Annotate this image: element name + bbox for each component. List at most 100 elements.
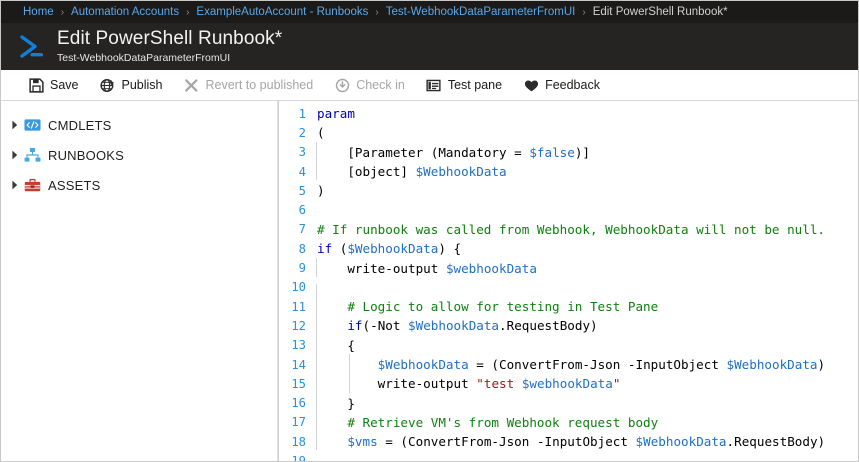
code-line[interactable]: 9 write-output $webhookData bbox=[279, 257, 858, 277]
code-line-text[interactable]: ( bbox=[317, 125, 325, 141]
code-line[interactable]: 11 # Logic to allow for testing in Test … bbox=[279, 296, 858, 316]
line-number: 14 bbox=[291, 357, 306, 372]
toolbar-button-test-pane[interactable]: Test pane bbox=[421, 72, 511, 98]
breadcrumb-separator: › bbox=[375, 6, 379, 18]
breadcrumb-item-1[interactable]: Home bbox=[23, 6, 54, 18]
publish-globe-icon bbox=[99, 77, 117, 93]
toolbar-button-label: Publish bbox=[121, 78, 163, 92]
code-line-text[interactable]: $WebhookData = (ConvertFrom-Json -InputO… bbox=[315, 354, 858, 374]
breadcrumb-item-4[interactable]: Test-WebhookDataParameterFromUI bbox=[385, 6, 576, 18]
line-number: 18 bbox=[291, 434, 306, 449]
breadcrumb-item-2[interactable]: Automation Accounts bbox=[71, 6, 180, 18]
powershell-icon bbox=[15, 30, 49, 64]
line-number: 8 bbox=[298, 241, 306, 256]
sidebar-item-cmdlets[interactable]: CMDLETS bbox=[1, 110, 277, 140]
line-number: 6 bbox=[298, 203, 306, 218]
code-line[interactable]: 2( bbox=[279, 123, 858, 142]
code-line[interactable]: 8 if ($WebhookData) { bbox=[279, 239, 858, 258]
save-icon bbox=[27, 77, 45, 93]
code-brackets-icon bbox=[23, 116, 41, 134]
toolbar-button-check-in: Check in bbox=[329, 72, 414, 98]
revert-x-icon bbox=[183, 77, 201, 93]
code-line[interactable]: 6 bbox=[279, 200, 858, 219]
code-line-text[interactable]: # If runbook was called from Webhook, We… bbox=[317, 221, 825, 237]
code-line[interactable]: 14 $WebhookData = (ConvertFrom-Json -Inp… bbox=[279, 354, 858, 374]
code-line[interactable]: 10 bbox=[279, 278, 858, 304]
line-number: 10 bbox=[291, 280, 306, 295]
code-line[interactable]: 18 $vms = (ConvertFrom-Json -InputObject… bbox=[279, 431, 858, 451]
code-line[interactable]: 13 { bbox=[279, 334, 858, 355]
toolbar-button-feedback[interactable]: Feedback bbox=[518, 72, 609, 98]
code-line-text[interactable]: } bbox=[315, 392, 858, 412]
line-number: 17 bbox=[291, 415, 306, 430]
sidebar-item-label: RUNBOOKS bbox=[48, 147, 125, 163]
toolbar-button-revert-to-published: Revert to published bbox=[179, 72, 323, 98]
feedback-heart-icon bbox=[522, 77, 540, 93]
sidebar-item-runbooks[interactable]: RUNBOOKS bbox=[1, 140, 277, 170]
code-line[interactable]: 5) bbox=[279, 181, 858, 200]
line-number: 11 bbox=[291, 299, 306, 314]
code-line-text[interactable]: ) bbox=[317, 183, 325, 199]
breadcrumb-separator: › bbox=[186, 6, 190, 18]
code-line-text[interactable]: write-output "test $webhookData" bbox=[315, 373, 858, 393]
page-title: Edit PowerShell Runbook* bbox=[57, 28, 283, 50]
code-line-text[interactable]: $vms = (ConvertFrom-Json -InputObject $W… bbox=[315, 431, 858, 451]
line-number: 4 bbox=[298, 164, 306, 179]
breadcrumb-separator: › bbox=[60, 6, 65, 18]
line-number: 16 bbox=[291, 396, 306, 411]
breadcrumb-item-5: Edit PowerShell Runbook* bbox=[592, 6, 728, 18]
page-header: Edit PowerShell Runbook* Test-WebhookDat… bbox=[1, 23, 858, 70]
code-line[interactable]: 1 param bbox=[279, 104, 858, 123]
line-number: 3 bbox=[298, 145, 306, 160]
code-line[interactable]: 16 } bbox=[279, 392, 858, 412]
page-subtitle: Test-WebhookDataParameterFromUI bbox=[57, 51, 231, 64]
line-number: 15 bbox=[291, 376, 306, 391]
sidebar-item-assets[interactable]: ASSETS bbox=[1, 170, 277, 200]
toolbar-button-label: Feedback bbox=[545, 78, 600, 92]
code-line[interactable]: 17 # Retrieve VM's from Webhook request … bbox=[279, 411, 858, 432]
sidebar-item-label: CMDLETS bbox=[48, 117, 112, 133]
command-toolbar: Save Publish Revert to published Check i… bbox=[1, 70, 858, 101]
code-line-text[interactable]: # Retrieve VM's from Webhook request bod… bbox=[315, 411, 858, 432]
chevron-right-icon[interactable] bbox=[7, 180, 23, 190]
line-number: 19 bbox=[291, 453, 306, 461]
breadcrumb-separator: › bbox=[582, 6, 586, 18]
chevron-right-icon[interactable] bbox=[7, 120, 23, 130]
line-number: 12 bbox=[291, 318, 306, 333]
code-line-text[interactable]: # Logic to allow for testing in Test Pan… bbox=[315, 296, 858, 316]
hierarchy-icon bbox=[23, 146, 41, 164]
resources-tree-panel: CMDLETS RUNBOOKS ASSETS bbox=[1, 101, 278, 461]
code-line[interactable]: 19 bbox=[279, 451, 858, 461]
line-number: 5 bbox=[298, 183, 306, 198]
code-line[interactable]: 12 if(-Not $WebhookData.RequestBody) bbox=[279, 315, 858, 335]
code-line[interactable]: 4 [object] $WebhookData bbox=[279, 161, 858, 181]
code-line[interactable]: 15 write-output "test $webhookData" bbox=[279, 373, 858, 393]
sidebar-item-label: ASSETS bbox=[48, 177, 101, 193]
code-line-text[interactable]: if ($WebhookData) { bbox=[317, 241, 462, 257]
code-line[interactable]: 7 # If runbook was called from Webhook, W… bbox=[279, 220, 858, 239]
test-pane-icon bbox=[425, 77, 443, 93]
line-number: 9 bbox=[298, 261, 306, 276]
code-line-text[interactable]: { bbox=[315, 334, 858, 354]
chevron-right-icon[interactable] bbox=[7, 150, 23, 160]
toolbar-button-label: Revert to published bbox=[205, 78, 314, 92]
code-line-text[interactable]: write-output $webhookData bbox=[315, 257, 858, 277]
code-line[interactable]: 3 [Parameter (Mandatory = $false)] bbox=[279, 141, 858, 162]
breadcrumb: Home › Automation Accounts › ExampleAutoAcco… bbox=[1, 1, 858, 23]
briefcase-icon bbox=[23, 176, 41, 194]
code-line-text[interactable]: param bbox=[317, 106, 355, 122]
line-number: 7 bbox=[298, 222, 306, 237]
breadcrumb-item-3[interactable]: ExampleAutoAccount - Runbooks bbox=[196, 6, 369, 18]
line-number: 1 bbox=[298, 106, 306, 121]
code-line-text[interactable]: [object] $WebhookData bbox=[315, 161, 858, 181]
toolbar-button-publish[interactable]: Publish bbox=[95, 72, 172, 98]
toolbar-button-label: Test pane bbox=[447, 78, 503, 92]
toolbar-button-save[interactable]: Save bbox=[23, 72, 88, 98]
toolbar-button-label: Save bbox=[50, 78, 79, 92]
code-line-text[interactable]: if(-Not $WebhookData.RequestBody) bbox=[315, 315, 858, 335]
code-line-text[interactable]: [Parameter (Mandatory = $false)] bbox=[315, 141, 858, 162]
